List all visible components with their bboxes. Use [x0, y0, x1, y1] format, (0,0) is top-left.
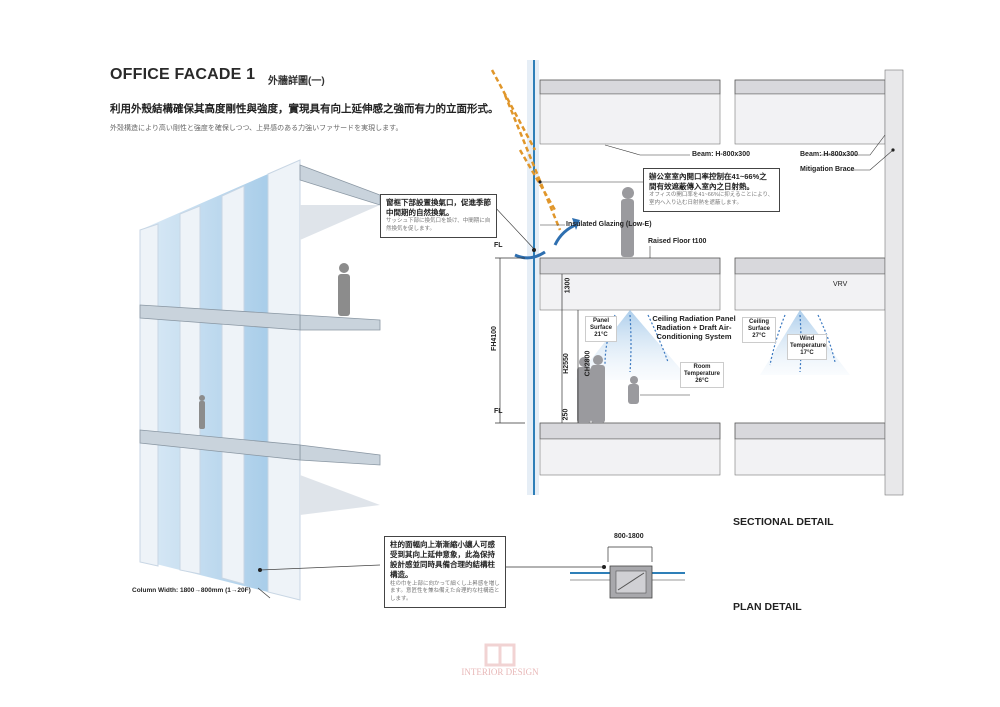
dim-250: 250 — [562, 408, 570, 421]
note-opening-ratio-ja: オフィスの開口率を41~66%に抑えることにより、室内へ入り込む日射熱を遮蔽しま… — [649, 192, 774, 206]
dim-h2550: H2550 — [562, 353, 570, 374]
note-ventilation-zh: 窗框下部設置換氣口，促進季節中間期的自然換氣。 — [386, 198, 491, 218]
dim-ch2800: CH2800 — [584, 350, 592, 377]
sectional-detail-title: SECTIONAL DETAIL — [733, 516, 834, 528]
ceiling-surface-label: Ceiling Surface 27°C — [742, 317, 776, 343]
section-drawing — [490, 60, 904, 496]
facade-rendering — [139, 159, 381, 601]
plan-detail-title: PLAN DETAIL — [733, 601, 802, 613]
subtitle-zh: 利用外殼結構確保其高度剛性與強度，實現具有向上延伸感之強而有力的立面形式。 — [110, 103, 499, 115]
watermark-logo — [484, 643, 516, 667]
note-column: 柱的面幅向上漸漸縮小讓人可感受到其向上延伸意象，此為保持設計感並同時具備合理的結… — [384, 536, 506, 608]
note-opening-ratio: 辦公室室內開口率控制在41~66%之間有效遮蔽傳入室內之日射熱。 オフィスの開口… — [643, 168, 780, 212]
note-column-zh: 柱的面幅向上漸漸縮小讓人可感受到其向上延伸意象，此為保持設計感並同時具備合理的結… — [390, 540, 495, 580]
fl-bottom-label: FL — [494, 408, 503, 415]
note-ventilation-ja: サッシュ下部に換気口を設け、中間期に自然換気を促します。 — [386, 218, 491, 232]
beam-label-right: Beam: H-800x300 — [800, 151, 858, 158]
mitigation-brace-label: Mitigation Brace — [800, 166, 855, 173]
watermark-text: INTERIOR DESIGN — [461, 667, 539, 677]
vrv-label: VRV — [833, 281, 848, 288]
occupant-silhouettes-icon — [577, 187, 639, 423]
ceiling-system-label: Ceiling Radiation Panel Radiation + Draf… — [652, 314, 736, 341]
page-title-zh: 外牆詳圖(一) — [268, 76, 325, 87]
wind-temperature-label: Wind Temperature 17°C — [787, 334, 827, 360]
note-ventilation: 窗框下部設置換氣口，促進季節中間期的自然換氣。 サッシュ下部に換気口を設け、中間… — [380, 194, 497, 238]
panel-surface-label: Panel Surface 21°C — [585, 316, 617, 342]
dim-1300: 1300 — [564, 277, 572, 294]
note-column-ja: 柱の巾を上部に向かって細くし上昇感を増します。意匠性を兼ね備えた合理的な柱構造と… — [390, 580, 500, 602]
column-width-label: Column Width: 1800→800mm (1→20F) — [132, 587, 251, 594]
fl-top-label: FL — [494, 242, 503, 249]
dim-fh4100: FH4100 — [490, 326, 498, 351]
glazing-label: Insulated Glazing (Low-E) — [566, 221, 652, 228]
subtitle-ja: 外殻構造により高い剛性と強度を確保しつつ、上昇感のある力強いファサードを実現しま… — [110, 125, 403, 132]
room-temperature-label: Room Temperature 26°C — [680, 362, 724, 388]
raised-floor-label: Raised Floor t100 — [648, 238, 707, 245]
person-silhouette-icon — [199, 263, 350, 429]
plan-dimension-label: 800-1800 — [614, 533, 644, 540]
beam-label-left: Beam: H-800x300 — [692, 151, 750, 158]
note-opening-ratio-zh: 辦公室室內開口率控制在41~66%之間有效遮蔽傳入室內之日射熱。 — [649, 172, 767, 192]
page-title: OFFICE FACADE 1 — [110, 66, 256, 83]
